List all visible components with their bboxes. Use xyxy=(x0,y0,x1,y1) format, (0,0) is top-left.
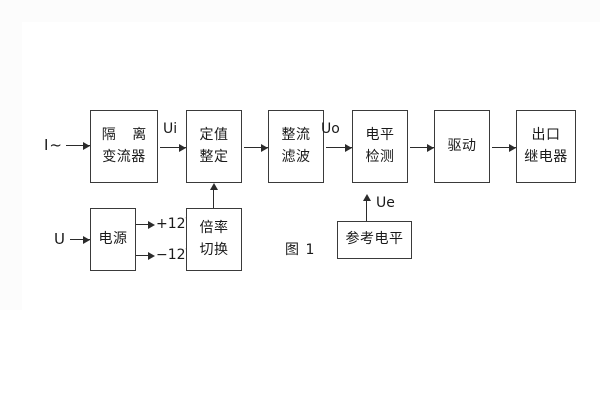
rail-positive-line xyxy=(136,224,153,225)
rail-negative-line xyxy=(136,255,153,256)
current-input-arrowhead xyxy=(83,142,90,150)
block-ratio-switch[interactable]: 倍率 切换 xyxy=(186,208,242,271)
rail-negative-label: −12V xyxy=(156,247,196,263)
driver-to-relay-arrowhead xyxy=(509,144,516,152)
ratio-to-setting-line xyxy=(213,188,214,208)
block-ratio-switch-line1: 倍率 xyxy=(199,219,229,236)
uo-arrowhead xyxy=(345,144,352,152)
voltage-input-line xyxy=(70,239,90,240)
uo-line xyxy=(326,147,352,148)
block-isolation-transformer-line1: 隔 离 xyxy=(101,126,153,143)
rail-negative-arrowhead xyxy=(148,252,155,260)
block-rectify-filter-line2: 滤波 xyxy=(281,148,311,165)
voltage-input-label: U xyxy=(54,230,66,248)
ratio-to-setting-arrowhead xyxy=(210,183,218,190)
ui-arrowhead xyxy=(179,144,186,152)
level-to-driver-arrowhead xyxy=(427,144,434,152)
level-to-driver-line xyxy=(410,147,434,148)
rail-positive-arrowhead xyxy=(148,221,155,229)
block-driver-line1: 驱动 xyxy=(447,137,477,154)
block-reference-level[interactable]: 参考电平 xyxy=(337,221,412,259)
block-isolation-transformer[interactable]: 隔 离 变流器 xyxy=(90,110,158,183)
signal-label-ue: Ue xyxy=(376,195,395,211)
block-rectify-filter-line1: 整流 xyxy=(281,126,311,143)
block-setting-adjust-line1: 定值 xyxy=(199,126,229,143)
current-input-line xyxy=(66,145,90,146)
block-rectify-filter[interactable]: 整流 滤波 xyxy=(268,110,324,183)
background-tint-top xyxy=(0,0,600,22)
driver-to-relay-line xyxy=(492,147,516,148)
block-power-supply-line1: 电源 xyxy=(98,230,128,247)
voltage-input-arrowhead xyxy=(83,236,90,244)
figure-caption: 图 1 xyxy=(285,242,316,258)
ue-line xyxy=(366,199,367,221)
setting-to-rectify-arrowhead xyxy=(261,144,268,152)
block-setting-adjust[interactable]: 定值 整定 xyxy=(186,110,242,183)
background-tint-left xyxy=(0,0,22,310)
ue-arrowhead xyxy=(363,194,371,201)
rail-positive-label: +12V xyxy=(156,216,196,232)
signal-label-uo: Uo xyxy=(321,121,340,137)
ui-line xyxy=(160,147,186,148)
block-output-relay[interactable]: 出口 继电器 xyxy=(516,110,576,183)
block-ratio-switch-line2: 切换 xyxy=(199,241,229,258)
block-driver[interactable]: 驱动 xyxy=(434,110,490,183)
block-power-supply[interactable]: 电源 xyxy=(90,208,136,271)
block-level-detect-line1: 电平 xyxy=(365,126,395,143)
block-isolation-transformer-line2: 变流器 xyxy=(102,148,146,165)
block-level-detect[interactable]: 电平 检测 xyxy=(352,110,408,183)
block-setting-adjust-line2: 整定 xyxy=(199,148,229,165)
signal-label-ui: Ui xyxy=(163,121,178,137)
block-output-relay-line2: 继电器 xyxy=(524,148,568,165)
block-reference-level-line1: 参考电平 xyxy=(345,231,404,248)
block-output-relay-line1: 出口 xyxy=(531,126,561,143)
current-input-label: I~ xyxy=(44,136,63,154)
setting-to-rectify-line xyxy=(244,147,268,148)
block-level-detect-line2: 检测 xyxy=(365,148,395,165)
